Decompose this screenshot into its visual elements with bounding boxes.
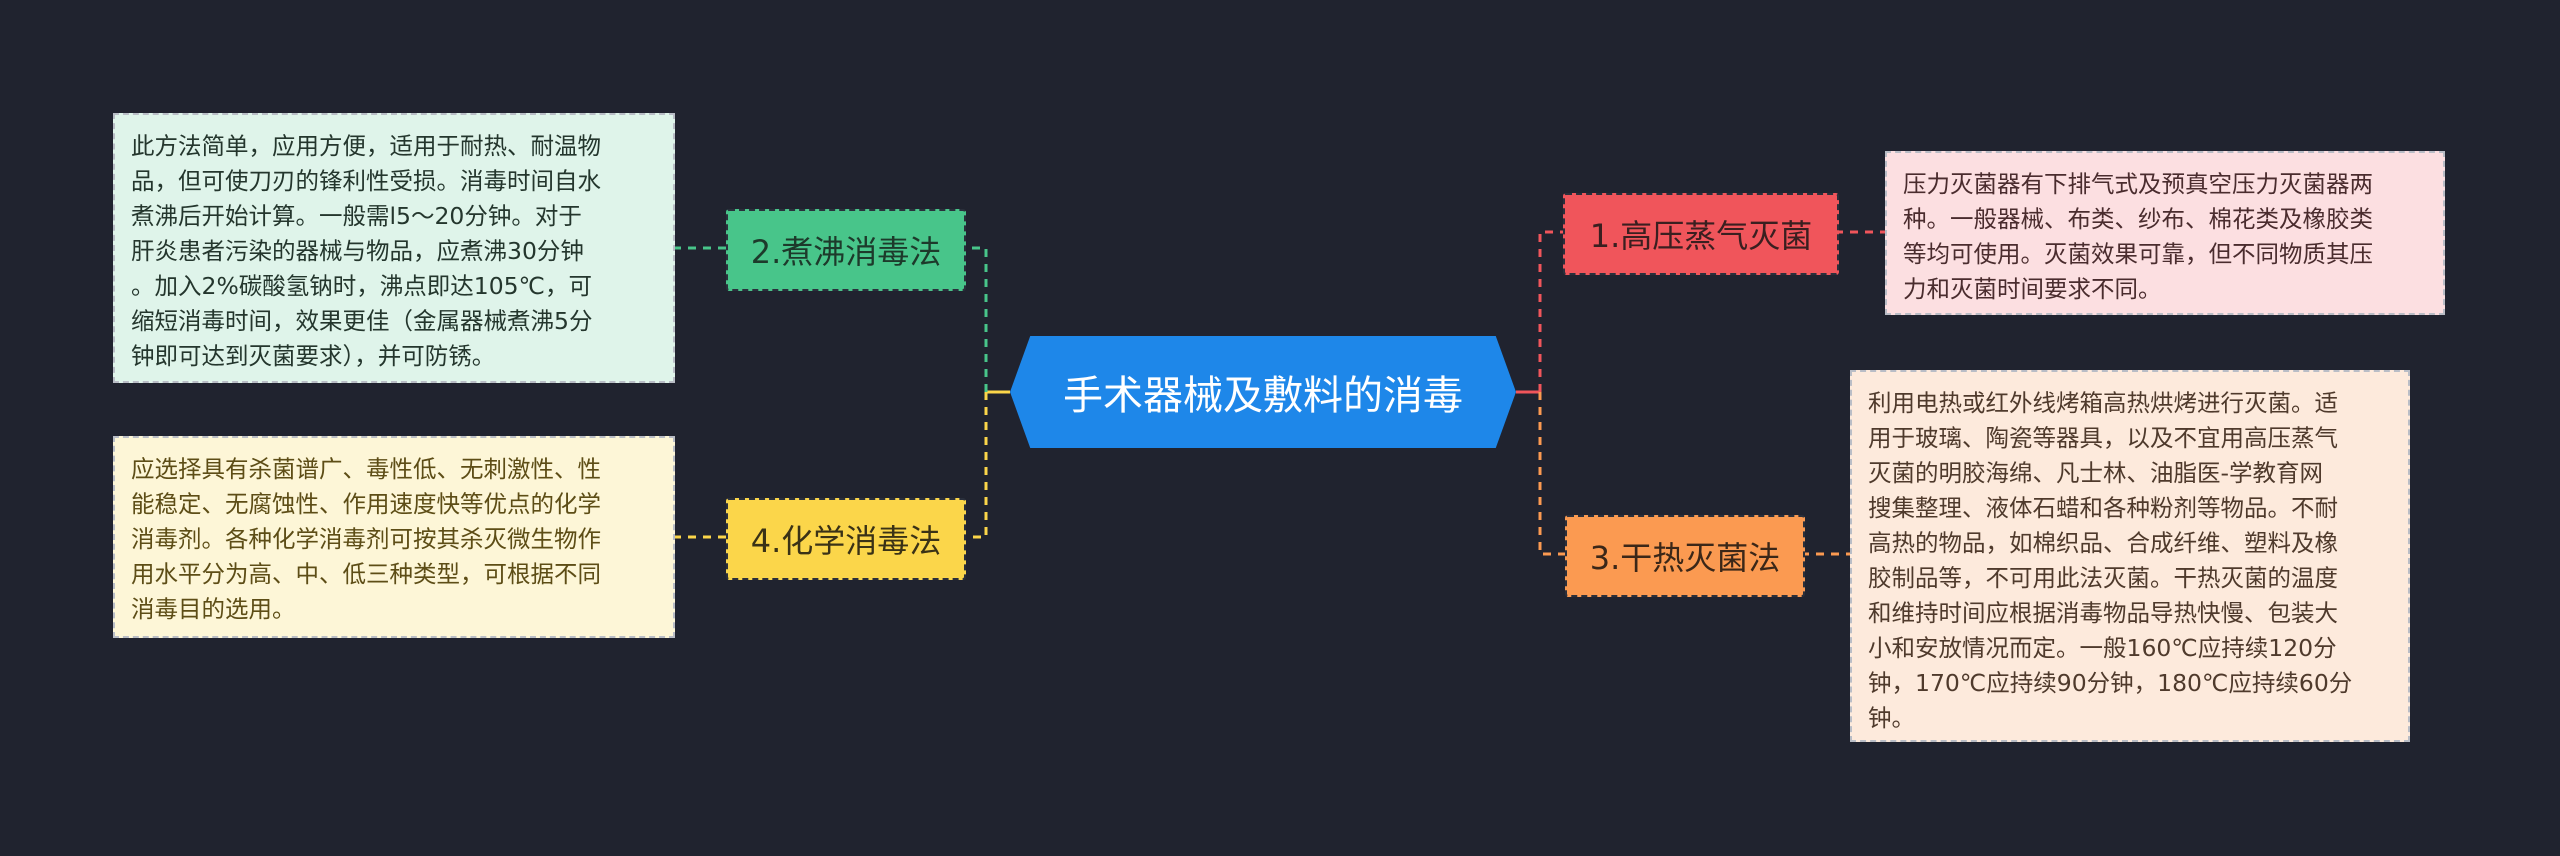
connector-to-high-pressure <box>1538 230 1563 392</box>
central-topic[interactable]: 手术器械及敷料的消毒 <box>1010 336 1516 448</box>
note-dry-heat-sterilization[interactable]: 利用电热或红外线烤箱高热烘烤进行灭菌。适 用于玻璃、陶瓷等器具，以及不宜用高压蒸… <box>1850 370 2410 742</box>
note-boiling-disinfection[interactable]: 此方法简单，应用方便，适用于耐热、耐温物 品，但可使刀刃的锋利性受损。消毒时间自… <box>113 113 675 383</box>
branch-high-pressure-steam[interactable]: 1.高压蒸气灭菌 <box>1563 193 1839 275</box>
note-chemical-disinfection[interactable]: 应选择具有杀菌谱广、毒性低、无刺激性、性 能稳定、无腐蚀性、作用速度快等优点的化… <box>113 436 675 638</box>
branch-chemical-disinfection[interactable]: 4.化学消毒法 <box>726 498 966 580</box>
branch-label: 1.高压蒸气灭菌 <box>1589 217 1813 255</box>
connector-to-chemical <box>962 392 988 539</box>
branch-label: 2.煮沸消毒法 <box>750 233 942 271</box>
branch-dry-heat-sterilization[interactable]: 3.干热灭菌法 <box>1565 515 1805 597</box>
branch-label: 4.化学消毒法 <box>750 522 942 560</box>
connector-to-boiling <box>962 246 988 392</box>
central-topic-label: 手术器械及敷料的消毒 <box>1063 373 1463 419</box>
note-high-pressure-steam[interactable]: 压力灭菌器有下排气式及预真空压力灭菌器两 种。一般器械、布类、纱布、棉花类及橡胶… <box>1885 151 2445 315</box>
branch-label: 3.干热灭菌法 <box>1589 539 1781 577</box>
connector-to-dry-heat <box>1538 392 1565 556</box>
branch-boiling-disinfection[interactable]: 2.煮沸消毒法 <box>726 209 966 291</box>
